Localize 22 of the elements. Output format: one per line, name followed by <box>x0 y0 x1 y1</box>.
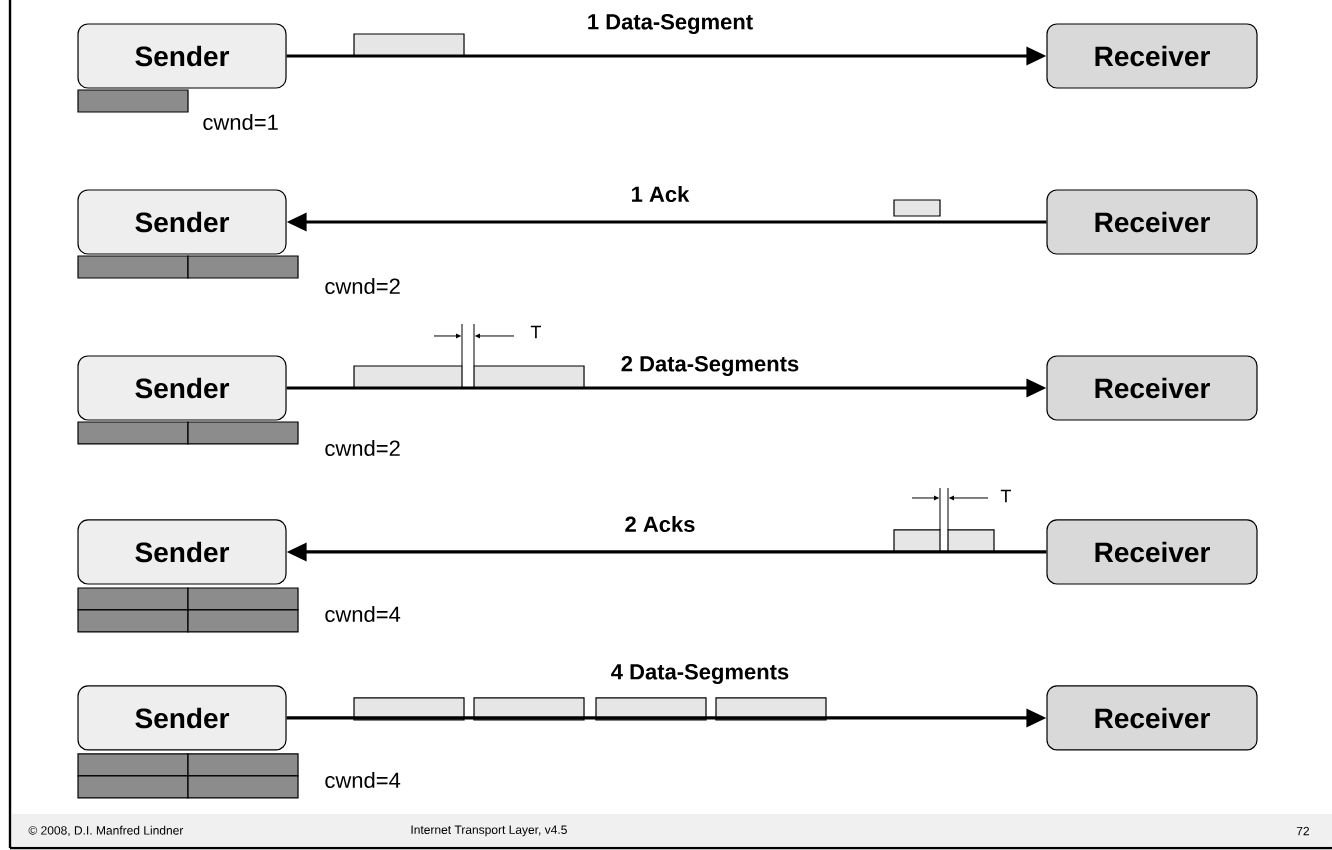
sender-box: Sender <box>77 23 287 89</box>
cwnd-label: cwnd=2 <box>325 277 400 295</box>
cwnd-label: cwnd=1 <box>203 113 278 131</box>
sender-box: Sender <box>77 189 287 255</box>
edge-label: 2 Acks <box>625 515 695 533</box>
cwnd-label: cwnd=4 <box>325 605 401 623</box>
edge-label: 4 Data-Segments <box>611 664 789 684</box>
edge-label: 1 Ack <box>632 185 690 203</box>
sender-box: Sender <box>77 519 287 585</box>
sender-box: Sender <box>77 355 287 421</box>
sender-box: Sender <box>77 685 287 751</box>
dimension-label: T <box>1000 489 1011 503</box>
edge-label: 2 Data-Segments <box>621 356 799 376</box>
receiver-box: Receiver <box>1046 355 1258 421</box>
receiver-box: Receiver <box>1046 685 1258 751</box>
edge-label: 1 Data-Segment <box>588 14 753 34</box>
receiver-box: Receiver <box>1046 23 1258 89</box>
cwnd-label: cwnd=4 <box>325 771 401 789</box>
cwnd-label: cwnd=2 <box>325 439 400 457</box>
receiver-box: Receiver <box>1046 519 1258 585</box>
dimension-label: T <box>530 325 541 339</box>
receiver-box: Receiver <box>1046 189 1258 255</box>
